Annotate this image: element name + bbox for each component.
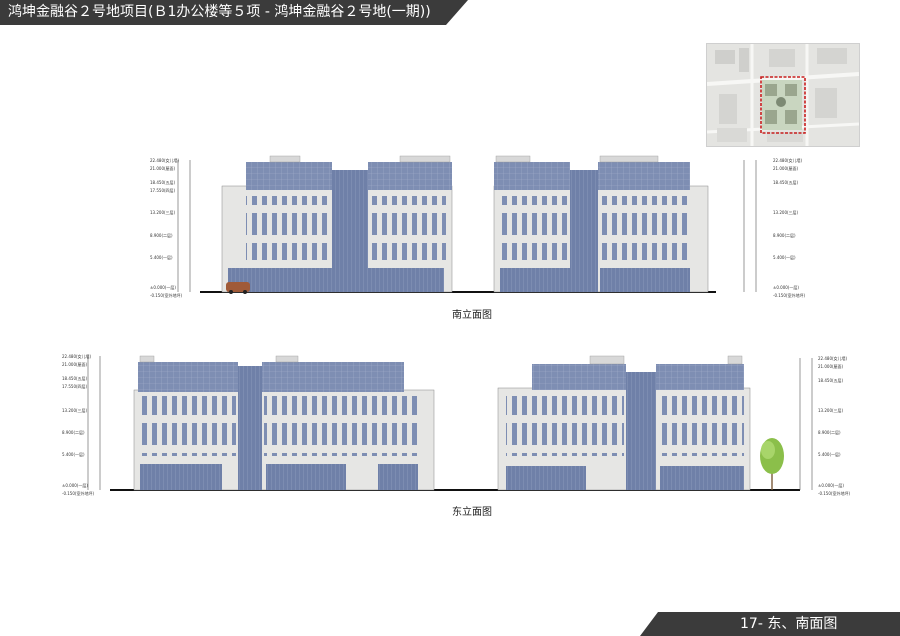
east-left-level-l3: 13.200(三层): [62, 407, 88, 413]
east-right-level-outdoor: -0.150(室外地坪): [818, 490, 850, 496]
south-left-level-l1: 5.400(一层): [150, 254, 173, 260]
south-right-level-l3: 13.200(三层): [773, 209, 799, 215]
site-key-plan: [706, 43, 860, 147]
south-left-level-l5: 18.450(五层): [150, 179, 176, 185]
east-right-level-l5: 18.450(五层): [818, 377, 844, 383]
south-right-level-roof: 21.000(屋面): [773, 165, 799, 171]
header-banner-shape: [0, 0, 468, 25]
south-right-level-outdoor: -0.150(室外地坪): [773, 292, 805, 298]
south-building-right: [493, 155, 709, 293]
south-elevation: 22.480(女儿墙) 21.000(屋面) 18.450(五层) 17.550…: [150, 155, 805, 298]
east-right-level-ground: ±0.000(一层): [818, 482, 844, 488]
east-left-level-outdoor: -0.150(室外地坪): [62, 490, 94, 496]
east-left-level-ground: ±0.000(一层): [62, 482, 88, 488]
east-left-level-l5: 18.450(五层): [62, 375, 88, 381]
east-right-level-l2: 8.900(二层): [818, 429, 841, 435]
south-left-level-ground: ±0.000(一层): [150, 284, 176, 290]
east-right-level-l1: 5.400(一层): [818, 451, 841, 457]
south-left-level-l2: 8.900(二层): [150, 232, 173, 238]
south-left-level-roof: 21.000(屋面): [150, 165, 176, 171]
east-building-right: [497, 355, 751, 491]
south-elevation-caption: 南立面图: [452, 310, 492, 321]
east-right-level-l3: 13.200(三层): [818, 407, 844, 413]
east-right-level-roof: 21.000(屋面): [818, 363, 844, 369]
east-elevation-caption: 东立面图: [452, 507, 492, 518]
south-left-level-l3: 13.200(三层): [150, 209, 176, 215]
east-left-level-l2: 8.900(二层): [62, 429, 85, 435]
south-right-level-l1: 5.400(一层): [773, 254, 796, 260]
footer-banner-shape: [640, 612, 900, 636]
south-left-level-scale: 22.480(女儿墙) 21.000(屋面) 18.450(五层) 17.550…: [150, 157, 191, 298]
south-right-level-ground: ±0.000(一层): [773, 284, 799, 290]
south-building-left: [221, 155, 453, 294]
east-left-level-scale: 22.480(女儿墙) 21.000(屋面) 18.450(五层) 17.550…: [62, 353, 101, 496]
south-right-level-roof-top: 22.480(女儿墙): [773, 157, 803, 163]
south-left-level-outdoor: -0.150(室外地坪): [150, 292, 182, 298]
south-left-level-l4: 17.550(四层): [150, 187, 176, 193]
east-elevation: 22.480(女儿墙) 21.000(屋面) 18.450(五层) 17.550…: [62, 353, 850, 496]
footer-banner: 17- 东、南面图: [640, 612, 900, 636]
south-right-level-l5: 18.450(五层): [773, 179, 799, 185]
page-title: 鸿坤金融谷２号地项目(Ｂ1办公楼等５项 - 鸿坤金融谷２号地(一期)): [8, 4, 431, 20]
parked-car: [226, 282, 250, 292]
east-right-level-scale: 22.480(女儿墙) 21.000(屋面) 18.450(五层) 13.200…: [799, 355, 850, 496]
east-left-level-l4: 17.550(四层): [62, 383, 88, 389]
east-building-left: [133, 355, 435, 491]
east-left-level-roof: 21.000(屋面): [62, 361, 88, 367]
south-left-level-roof-top: 22.480(女儿墙): [150, 157, 180, 163]
tree: [760, 438, 784, 490]
header-banner: 鸿坤金融谷２号地项目(Ｂ1办公楼等５项 - 鸿坤金融谷２号地(一期)): [0, 0, 470, 25]
south-right-level-l2: 8.900(二层): [773, 232, 796, 238]
site-key-plan-map: [707, 44, 859, 146]
page-number-title: 17- 东、南面图: [740, 616, 838, 632]
east-left-level-roof-top: 22.480(女儿墙): [62, 353, 92, 359]
east-right-level-roof-top: 22.480(女儿墙): [818, 355, 848, 361]
south-right-level-scale: 22.480(女儿墙) 21.000(屋面) 18.450(五层) 13.200…: [743, 157, 805, 298]
east-left-level-l1: 5.400(一层): [62, 451, 85, 457]
